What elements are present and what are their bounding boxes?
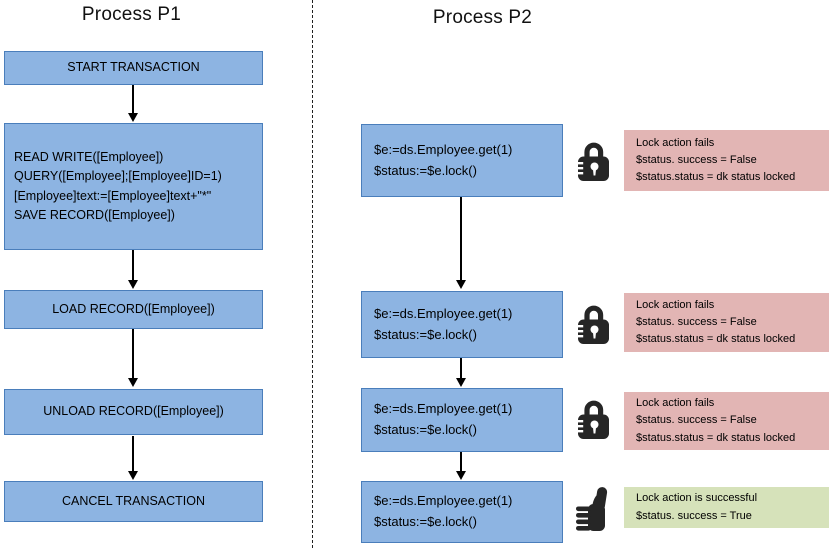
note-lock-fails-2: Lock action fails $status. success = Fal… <box>624 293 829 352</box>
lock-icon <box>577 141 610 187</box>
code-line: [Employee]text:=[Employee]text+"*" <box>14 188 212 203</box>
note-line: Lock action fails <box>636 397 715 410</box>
note-lock-fails-3: Lock action fails $status. success = Fal… <box>624 392 829 450</box>
p2-step-lock-attempt-4: $e:=ds.Employee.get(1) $status:=$e.lock(… <box>361 481 563 543</box>
thumbs-up-icon <box>576 486 613 538</box>
p2-step-lock-attempt-3: $e:=ds.Employee.get(1) $status:=$e.lock(… <box>361 388 563 452</box>
p1-step-cancel-transaction: CANCEL TRANSACTION <box>4 481 263 522</box>
p2-step-lock-attempt-2: $e:=ds.Employee.get(1) $status:=$e.lock(… <box>361 291 563 358</box>
code-line: $status:=$e.lock() <box>374 514 477 529</box>
process-p1-title: Process P1 <box>81 4 182 25</box>
note-line: Lock action is successful <box>636 492 758 505</box>
p1-step-read-write-block: READ WRITE([Employee]) QUERY([Employee];… <box>4 123 263 250</box>
code-line: $status:=$e.lock() <box>374 162 477 178</box>
p1-step-load-record: LOAD RECORD([Employee]) <box>4 290 263 329</box>
p1-step-unload-record: UNLOAD RECORD([Employee]) <box>4 389 263 435</box>
note-lock-fails-1: Lock action fails $status. success = Fal… <box>624 130 829 191</box>
process-p2-title: Process P2 <box>432 7 533 28</box>
step-label: START TRANSACTION <box>67 60 200 75</box>
note-line: $status.status = dk status locked <box>636 333 796 346</box>
note-line: $status.status = dk status locked <box>636 431 796 444</box>
step-label: CANCEL TRANSACTION <box>61 493 206 508</box>
p2-step-lock-attempt-1: $e:=ds.Employee.get(1) $status:=$e.lock(… <box>361 124 563 197</box>
lock-icon <box>577 304 610 350</box>
note-line: $status. success = True <box>636 509 752 522</box>
note-line: $status. success = False <box>636 153 757 166</box>
code-line: QUERY([Employee];[Employee]ID=1) <box>14 169 222 184</box>
code-line: $status:=$e.lock() <box>374 326 477 342</box>
code-line: READ WRITE([Employee]) <box>14 149 164 164</box>
note-lock-success: Lock action is successful $status. succe… <box>624 487 829 528</box>
code-line: $status:=$e.lock() <box>374 422 477 437</box>
code-line: $e:=ds.Employee.get(1) <box>374 493 513 509</box>
step-label: LOAD RECORD([Employee]) <box>52 301 215 316</box>
note-line: $status. success = False <box>636 414 757 427</box>
note-line: Lock action fails <box>636 136 715 149</box>
code-line: $e:=ds.Employee.get(1) <box>374 141 513 157</box>
code-line: $e:=ds.Employee.get(1) <box>374 401 513 417</box>
code-line: $e:=ds.Employee.get(1) <box>374 305 513 321</box>
p1-step-start-transaction: START TRANSACTION <box>4 51 263 85</box>
note-line: $status. success = False <box>636 315 757 328</box>
note-line: Lock action fails <box>636 298 715 311</box>
code-line: SAVE RECORD([Employee]) <box>14 207 175 222</box>
lock-icon <box>577 399 610 445</box>
note-line: $status.status = dk status locked <box>636 171 796 184</box>
process-divider-line <box>312 0 313 548</box>
step-label: UNLOAD RECORD([Employee]) <box>43 404 224 419</box>
